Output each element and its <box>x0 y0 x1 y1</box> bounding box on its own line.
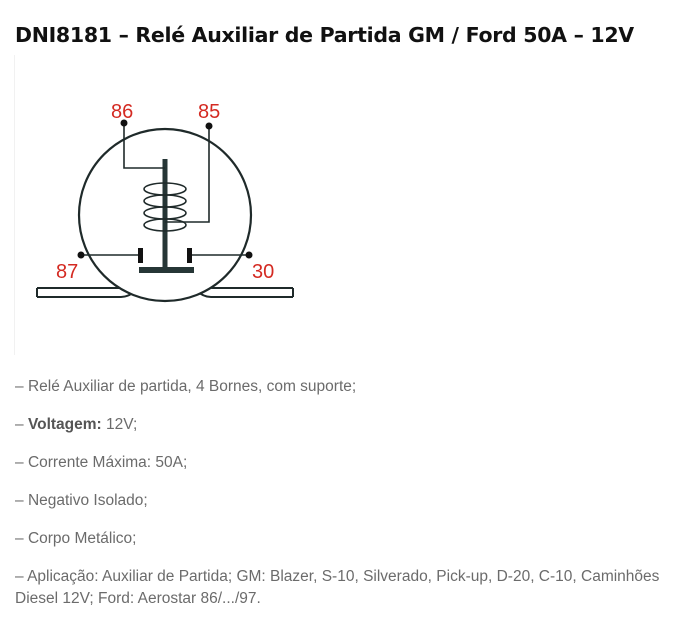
spec-text: Negativo Isolado; <box>27 492 148 509</box>
spec-dash: – <box>15 454 28 471</box>
terminal-87-label: 87 <box>56 261 78 283</box>
spec-text: 12V; <box>101 416 138 433</box>
spec-dash: – <box>15 416 28 433</box>
terminal-30-label: 30 <box>252 261 274 283</box>
terminal-85-label: 85 <box>198 101 220 123</box>
spec-list: – Relé Auxiliar de partida, 4 Bornes, co… <box>15 376 680 626</box>
terminal-86-label: 86 <box>111 101 133 123</box>
spec-dash: – <box>15 378 28 395</box>
relay-wiring-diagram: 86 85 87 30 <box>14 55 315 355</box>
spec-item-application: – Aplicação: Auxiliar de Partida; GM: Bl… <box>15 566 680 610</box>
spec-item-voltage: – Voltagem: 12V; <box>15 414 680 436</box>
spec-text: Corrente Máxima: 50A; <box>27 454 188 471</box>
product-title: DNI8181 – Relé Auxiliar de Partida GM / … <box>15 22 634 47</box>
spec-text: Aplicação: Auxiliar de Partida; GM: Blaz… <box>15 568 660 607</box>
relay-schematic-icon: 86 85 87 30 <box>36 101 294 303</box>
spec-dash: – <box>15 530 28 547</box>
spec-label-bold: Voltagem: <box>27 416 102 433</box>
spec-text: Relé Auxiliar de partida, 4 Bornes, com … <box>27 378 357 395</box>
spec-item-body: – Corpo Metálico; <box>15 528 680 550</box>
spec-text: Corpo Metálico; <box>27 530 137 547</box>
spec-item-type: – Relé Auxiliar de partida, 4 Bornes, co… <box>15 376 680 398</box>
spec-dash: – <box>15 568 28 585</box>
spec-dash: – <box>15 492 28 509</box>
spec-item-current: – Corrente Máxima: 50A; <box>15 452 680 474</box>
spec-item-negative: – Negativo Isolado; <box>15 490 680 512</box>
